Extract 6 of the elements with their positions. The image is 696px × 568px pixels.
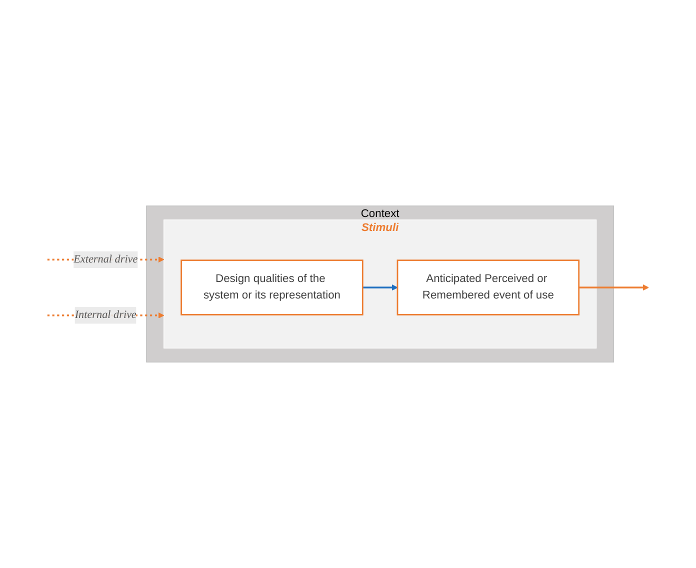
node-box: Design qualities of the system or its representation [180, 260, 364, 316]
node-box: Anticipated Perceived or Remembered event of use [396, 260, 580, 316]
arrow [578, 284, 649, 291]
edge-label: External drive [74, 253, 138, 266]
arrow [362, 284, 398, 291]
edge-label: Internal drive [74, 309, 136, 321]
